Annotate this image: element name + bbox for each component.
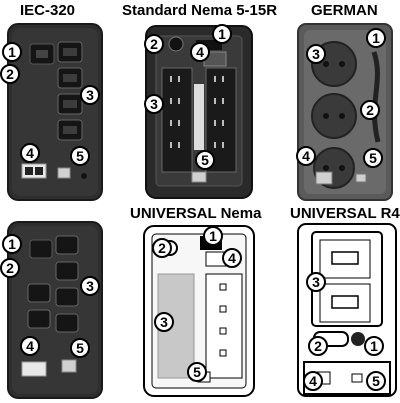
panel-title-nema515r: Standard Nema 5-15R bbox=[122, 2, 278, 19]
callout-number: 1 bbox=[8, 236, 16, 252]
callout-1: 1 bbox=[364, 336, 384, 356]
callout-number: 5 bbox=[193, 364, 201, 380]
callout-1: 1 bbox=[366, 28, 386, 48]
callout-1: 1 bbox=[2, 42, 22, 62]
callout-number: 2 bbox=[158, 240, 166, 256]
callout-number: 5 bbox=[76, 340, 84, 356]
callout-2: 2 bbox=[360, 100, 380, 120]
callout-number: 3 bbox=[150, 96, 158, 112]
callout-4: 4 bbox=[303, 371, 323, 391]
usb-port bbox=[61, 359, 77, 373]
circuit-breaker bbox=[351, 332, 365, 346]
callout-2: 2 bbox=[0, 64, 20, 84]
callout-number: 1 bbox=[209, 228, 217, 244]
callout-number: 2 bbox=[6, 260, 14, 276]
callout-5: 5 bbox=[187, 362, 207, 382]
callout-number: 3 bbox=[86, 87, 94, 103]
callout-number: 1 bbox=[8, 44, 16, 60]
callout-5: 5 bbox=[363, 148, 383, 168]
callout-number: 2 bbox=[314, 338, 322, 354]
schuko-socket bbox=[311, 93, 357, 139]
callout-3: 3 bbox=[306, 272, 326, 292]
panel-title-german: GERMAN bbox=[311, 2, 378, 19]
usb-port bbox=[355, 173, 367, 183]
ups-universal-nema-illustration bbox=[143, 225, 255, 397]
callout-number: 5 bbox=[201, 152, 209, 168]
callout-number: 3 bbox=[312, 274, 320, 290]
callout-number: 4 bbox=[302, 148, 310, 164]
panel-title-universal-nema: UNIVERSAL Nema bbox=[130, 205, 262, 222]
phone-jacks bbox=[21, 361, 47, 377]
callout-2: 2 bbox=[144, 34, 164, 54]
callout-3: 3 bbox=[154, 312, 174, 332]
callout-number: 2 bbox=[366, 102, 374, 118]
power-cord bbox=[371, 51, 381, 143]
callout-3: 3 bbox=[80, 85, 100, 105]
callout-number: 3 bbox=[312, 46, 320, 62]
callout-3: 3 bbox=[144, 94, 164, 114]
callout-4: 4 bbox=[222, 248, 242, 268]
panel-title-iec320: IEC-320 bbox=[20, 2, 76, 19]
usb-port bbox=[57, 167, 71, 179]
callout-number: 4 bbox=[309, 373, 317, 389]
callout-number: 1 bbox=[370, 338, 378, 354]
callout-number: 2 bbox=[6, 66, 14, 82]
callout-1: 1 bbox=[2, 234, 22, 254]
callout-number: 4 bbox=[26, 338, 34, 354]
callout-2: 2 bbox=[0, 258, 20, 278]
callout-3: 3 bbox=[306, 44, 326, 64]
callout-5: 5 bbox=[195, 150, 215, 170]
callout-4: 4 bbox=[190, 42, 210, 62]
callout-3: 3 bbox=[80, 276, 100, 296]
panel-title-universal-r4: UNIVERSAL R4 bbox=[290, 205, 400, 222]
callout-5: 5 bbox=[366, 371, 386, 391]
callout-2: 2 bbox=[308, 336, 328, 356]
callout-number: 5 bbox=[76, 148, 84, 164]
universal-outlet bbox=[319, 283, 371, 323]
ups-nema-illustration bbox=[145, 25, 253, 199]
callout-number: 3 bbox=[86, 278, 94, 294]
callout-5: 5 bbox=[70, 146, 90, 166]
callout-2: 2 bbox=[152, 238, 172, 258]
callout-number: 2 bbox=[150, 36, 158, 52]
power-cord-area bbox=[196, 40, 222, 50]
ups-back-nema515r bbox=[140, 22, 260, 202]
phone-jacks bbox=[315, 171, 333, 185]
callout-number: 4 bbox=[26, 145, 34, 161]
callout-number: 4 bbox=[196, 44, 204, 60]
callout-1: 1 bbox=[212, 24, 232, 44]
callout-number: 5 bbox=[372, 373, 380, 389]
universal-outlet bbox=[319, 239, 371, 279]
callout-number: 3 bbox=[160, 314, 168, 330]
callout-number: 1 bbox=[218, 26, 226, 42]
usb-port bbox=[191, 171, 207, 183]
callout-number: 5 bbox=[369, 150, 377, 166]
callout-5: 5 bbox=[70, 338, 90, 358]
callout-4: 4 bbox=[20, 336, 40, 356]
circuit-breaker bbox=[168, 36, 184, 52]
callout-number: 1 bbox=[372, 30, 380, 46]
callout-4: 4 bbox=[296, 146, 316, 166]
callout-4: 4 bbox=[20, 143, 40, 163]
ups-back-universal-nema bbox=[140, 222, 260, 400]
callout-number: 4 bbox=[228, 250, 236, 266]
iec-inlet bbox=[29, 239, 53, 259]
usb-port bbox=[351, 373, 363, 383]
callout-1: 1 bbox=[203, 226, 223, 246]
